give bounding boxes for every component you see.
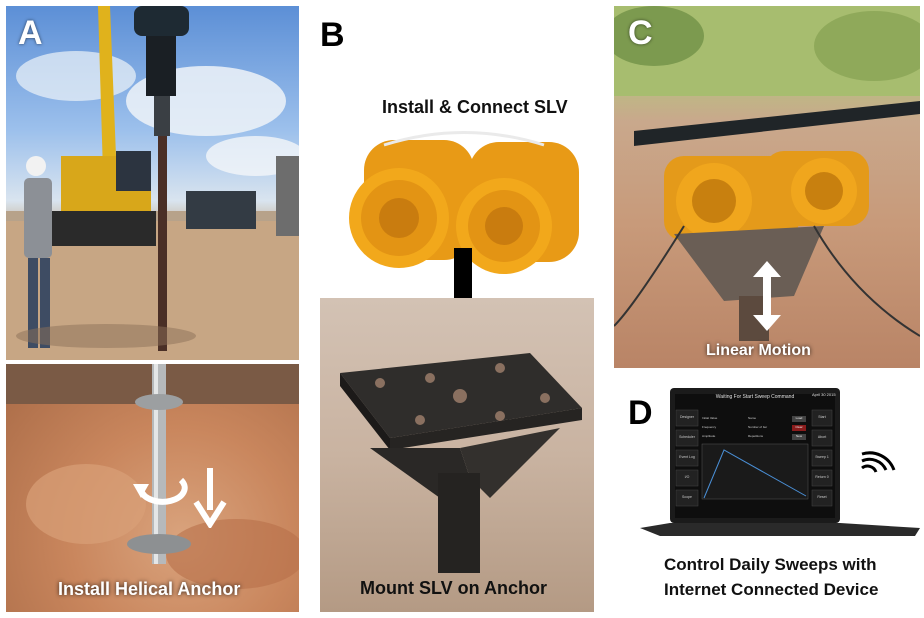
- laptop-frame: [640, 388, 920, 536]
- reset-button[interactable]: Reset: [817, 495, 827, 499]
- abort-button[interactable]: Abort: [817, 435, 827, 439]
- drilling-scene: [6, 6, 299, 360]
- panel-c-photo-linear-motion: C Linear Motion: [614, 6, 920, 368]
- linear-motion-arrow-icon: [753, 261, 781, 331]
- form-label-frequency: Frequency: [702, 425, 717, 429]
- panel-a-photo-drilling: A: [6, 6, 299, 360]
- wifi-icon: [861, 451, 896, 473]
- panel-b-photo-mount-plate: Mount SLV on Anchor: [320, 298, 594, 612]
- panel-a-caption: Install Helical Anchor: [58, 579, 241, 599]
- panel-b-letter: B: [320, 16, 345, 54]
- panel-a-letter: A: [18, 14, 43, 52]
- sweep-1-button[interactable]: Sweep 1: [815, 455, 829, 459]
- panel-c-letter: C: [628, 14, 653, 52]
- form-label-number-of-iter: Number of Iter: [748, 425, 768, 429]
- laptop-screen-title: Waiting For Start Sweep Command: [715, 394, 795, 400]
- panel-c-caption: Linear Motion: [706, 342, 811, 359]
- panel-b-caption: Mount SLV on Anchor: [360, 578, 547, 598]
- start-button[interactable]: Start: [818, 415, 826, 419]
- panel-d-letter: D: [628, 394, 653, 432]
- panel-a-photo-helical-anchor: Install Helical Anchor: [6, 364, 299, 612]
- form-label-initial-value: Initial Value: [702, 416, 718, 420]
- side-tab-io[interactable]: I/O: [684, 475, 690, 479]
- panel-d-caption-line1: Control Daily Sweeps with: [664, 555, 877, 574]
- panel-d-caption-line2: Internet Connected Device: [664, 580, 879, 599]
- side-tab-event-log[interactable]: Event Log: [679, 455, 695, 459]
- laptop-device: Waiting For Start Sweep Command April 30…: [640, 388, 920, 538]
- mount-plate-scene: [340, 353, 582, 573]
- side-tab-scheduler[interactable]: Scheduler: [679, 435, 695, 439]
- rotation-arrow-icon: [133, 477, 188, 505]
- return-0-button[interactable]: Return 0: [815, 475, 829, 479]
- form-label-name: Name: [748, 416, 757, 420]
- form-label-amplitude: Amplitude: [702, 434, 716, 438]
- slv-vibrator-illustration: [349, 131, 579, 274]
- helical-anchor-scene: [6, 364, 299, 589]
- laptop-screen-date: April 30 2015: [812, 392, 836, 397]
- linear-motion-scene: [614, 6, 920, 341]
- load-button[interactable]: Load: [795, 416, 803, 420]
- panel-b-title: Install & Connect SLV: [382, 97, 568, 117]
- side-tab-designer[interactable]: Designer: [679, 415, 694, 419]
- new-button[interactable]: New: [795, 434, 802, 438]
- form-label-repetitions: Repetitions: [748, 434, 764, 438]
- side-tab-scope[interactable]: Scope: [682, 495, 692, 499]
- clear-button[interactable]: Clear: [795, 425, 803, 429]
- down-arrow-icon: [193, 468, 227, 528]
